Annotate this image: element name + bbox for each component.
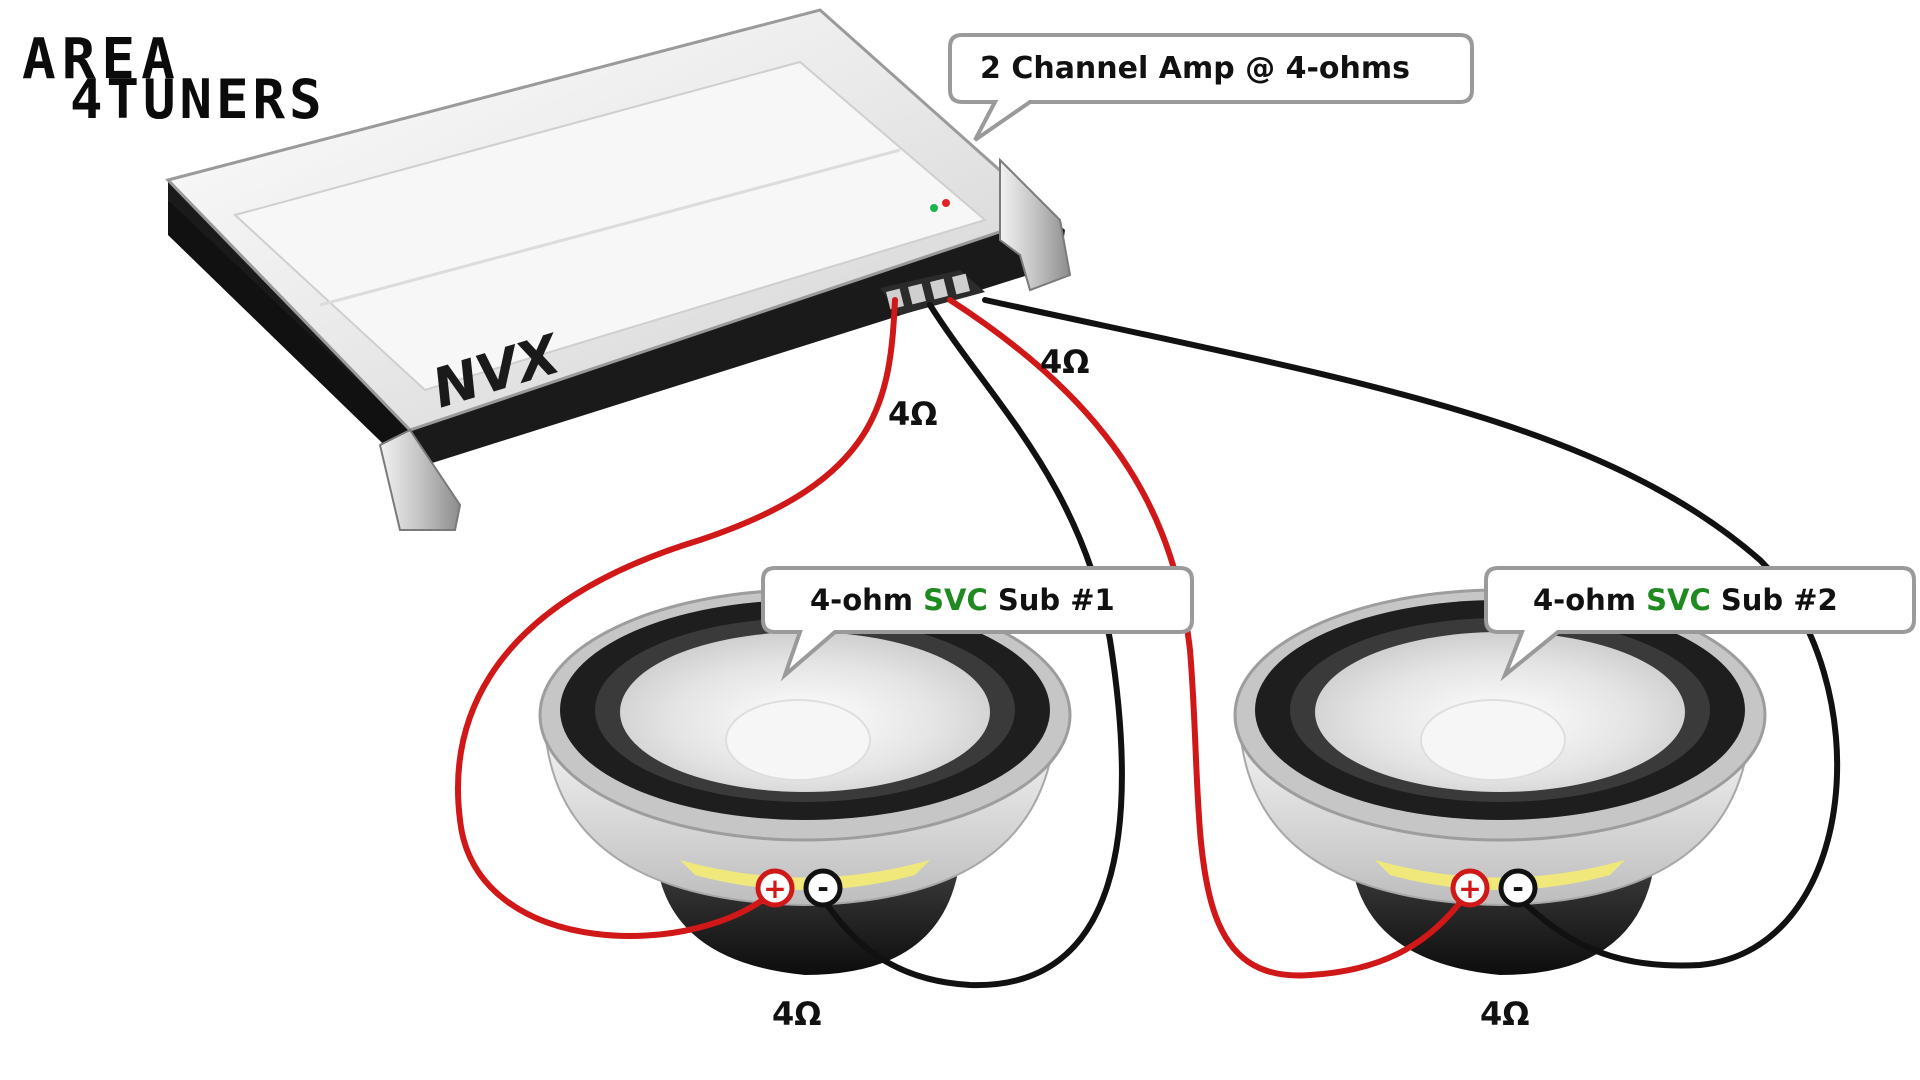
sub2-negative-terminal-icon [1498, 868, 1538, 908]
wire-channel2-negative [982, 297, 1841, 969]
sub1-terminals: + - [755, 868, 843, 908]
sub1-callout-bubble [761, 566, 1194, 682]
amplifier-panel-line [319, 148, 901, 307]
protect-led-icon [942, 199, 950, 207]
sub1-positive-terminal-icon [755, 868, 795, 908]
channel2-impedance-label: 4Ω [1040, 343, 1089, 381]
amplifier-callout-bubble [948, 33, 1474, 142]
subwoofer-2 [1233, 588, 1767, 975]
logo-line-2: 4TUNERS [70, 68, 326, 131]
sub2-impedance-label: 4Ω [1480, 995, 1529, 1033]
sub2-callout-bubble [1484, 566, 1916, 682]
sub1-callout-text: 4-ohm SVC Sub #1 [810, 583, 1115, 617]
sub2-label-suffix: Sub #2 [1711, 583, 1838, 617]
sub1-label-prefix: 4-ohm [810, 583, 923, 617]
sub2-dust-cap [1420, 699, 1566, 781]
sub1-negative-symbol: - [817, 871, 829, 904]
amplifier-callout: 2 Channel Amp @ 4-ohms [948, 33, 1474, 142]
sub1-negative-terminal-icon [803, 868, 843, 908]
sub1-voice-coil-ring [680, 860, 930, 890]
amplifier-end-cap-back [999, 157, 1072, 292]
channel1-impedance-label: 4Ω [888, 395, 937, 433]
subwoofer-1 [538, 588, 1072, 975]
wire-channel2-positive [947, 297, 1473, 979]
site-logo: AREA 4TUNERS [22, 27, 326, 131]
terminal-screw-icon [908, 283, 926, 305]
sub2-voice-coil-ring [1375, 860, 1625, 890]
amplifier-callout-text: 2 Channel Amp @ 4-ohms [980, 51, 1410, 86]
amplifier: NVX [165, 8, 1072, 531]
sub1-label-highlight: SVC [923, 583, 988, 617]
sub2-terminals: + - [1450, 868, 1538, 908]
sub2-positive-symbol: + [1458, 872, 1481, 905]
wire-channel1-negative [817, 302, 1125, 989]
power-led-icon [930, 204, 938, 212]
wire-channel1-positive [455, 297, 898, 939]
sub2-positive-terminal-icon [1450, 868, 1490, 908]
sub1-positive-symbol: + [763, 872, 786, 905]
terminal-screw-icon [952, 273, 970, 295]
sub2-negative-symbol: - [1512, 871, 1524, 904]
terminal-screw-icon [930, 278, 948, 300]
speaker-wires [455, 297, 1841, 989]
sub1-dust-cap [725, 699, 871, 781]
amplifier-side-face [168, 200, 410, 470]
sub2-label-prefix: 4-ohm [1533, 583, 1646, 617]
sub1-callout: 4-ohm SVC Sub #1 [761, 566, 1194, 682]
sub1-impedance-label: 4Ω [772, 995, 821, 1033]
sub2-callout: 4-ohm SVC Sub #2 [1484, 566, 1916, 682]
logo-line-1: AREA [22, 27, 181, 92]
sub1-label-suffix: Sub #1 [988, 583, 1115, 617]
sub2-label-highlight: SVC [1646, 583, 1711, 617]
sub2-callout-text: 4-ohm SVC Sub #2 [1533, 583, 1838, 617]
amplifier-end-cap-front [378, 428, 462, 531]
